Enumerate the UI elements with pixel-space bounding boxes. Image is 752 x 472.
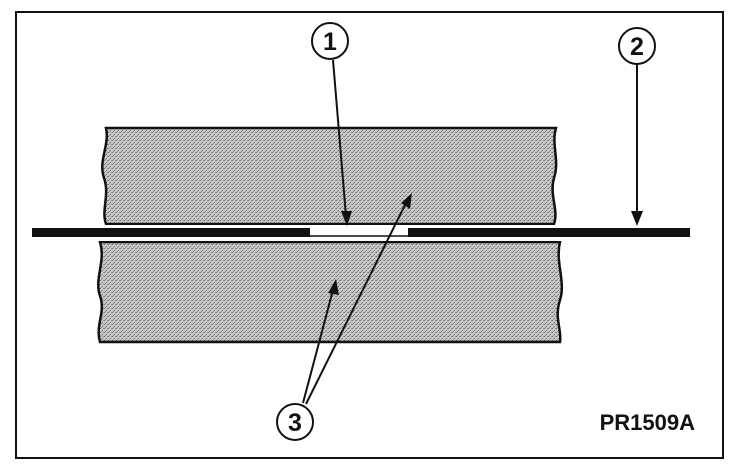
callout-1-circle <box>311 22 349 60</box>
plate-right-segment <box>408 228 690 237</box>
callout-3-circle <box>276 403 314 441</box>
callout-2: 2 <box>618 27 656 226</box>
callout-2-circle <box>618 27 656 65</box>
callout-3-label: 3 <box>288 409 302 437</box>
callout-1-arrowhead <box>341 211 352 226</box>
callout-1: 1 <box>311 22 352 226</box>
callout-2-arrowhead <box>631 211 643 226</box>
callout-3-upper-arrowhead <box>401 193 412 209</box>
callout-3-leader-upper <box>305 202 407 405</box>
callout-3-leader-lower <box>302 289 334 404</box>
callout-3: 3 <box>276 193 412 441</box>
plate-left-segment <box>32 228 310 237</box>
upper-block <box>101 126 558 226</box>
figure-id: PR1509A <box>600 410 696 435</box>
callout-3-lower-arrowhead <box>328 279 339 295</box>
callout-2-label: 2 <box>630 33 644 61</box>
callout-1-leader <box>332 59 347 217</box>
callout-1-label: 1 <box>323 28 337 56</box>
